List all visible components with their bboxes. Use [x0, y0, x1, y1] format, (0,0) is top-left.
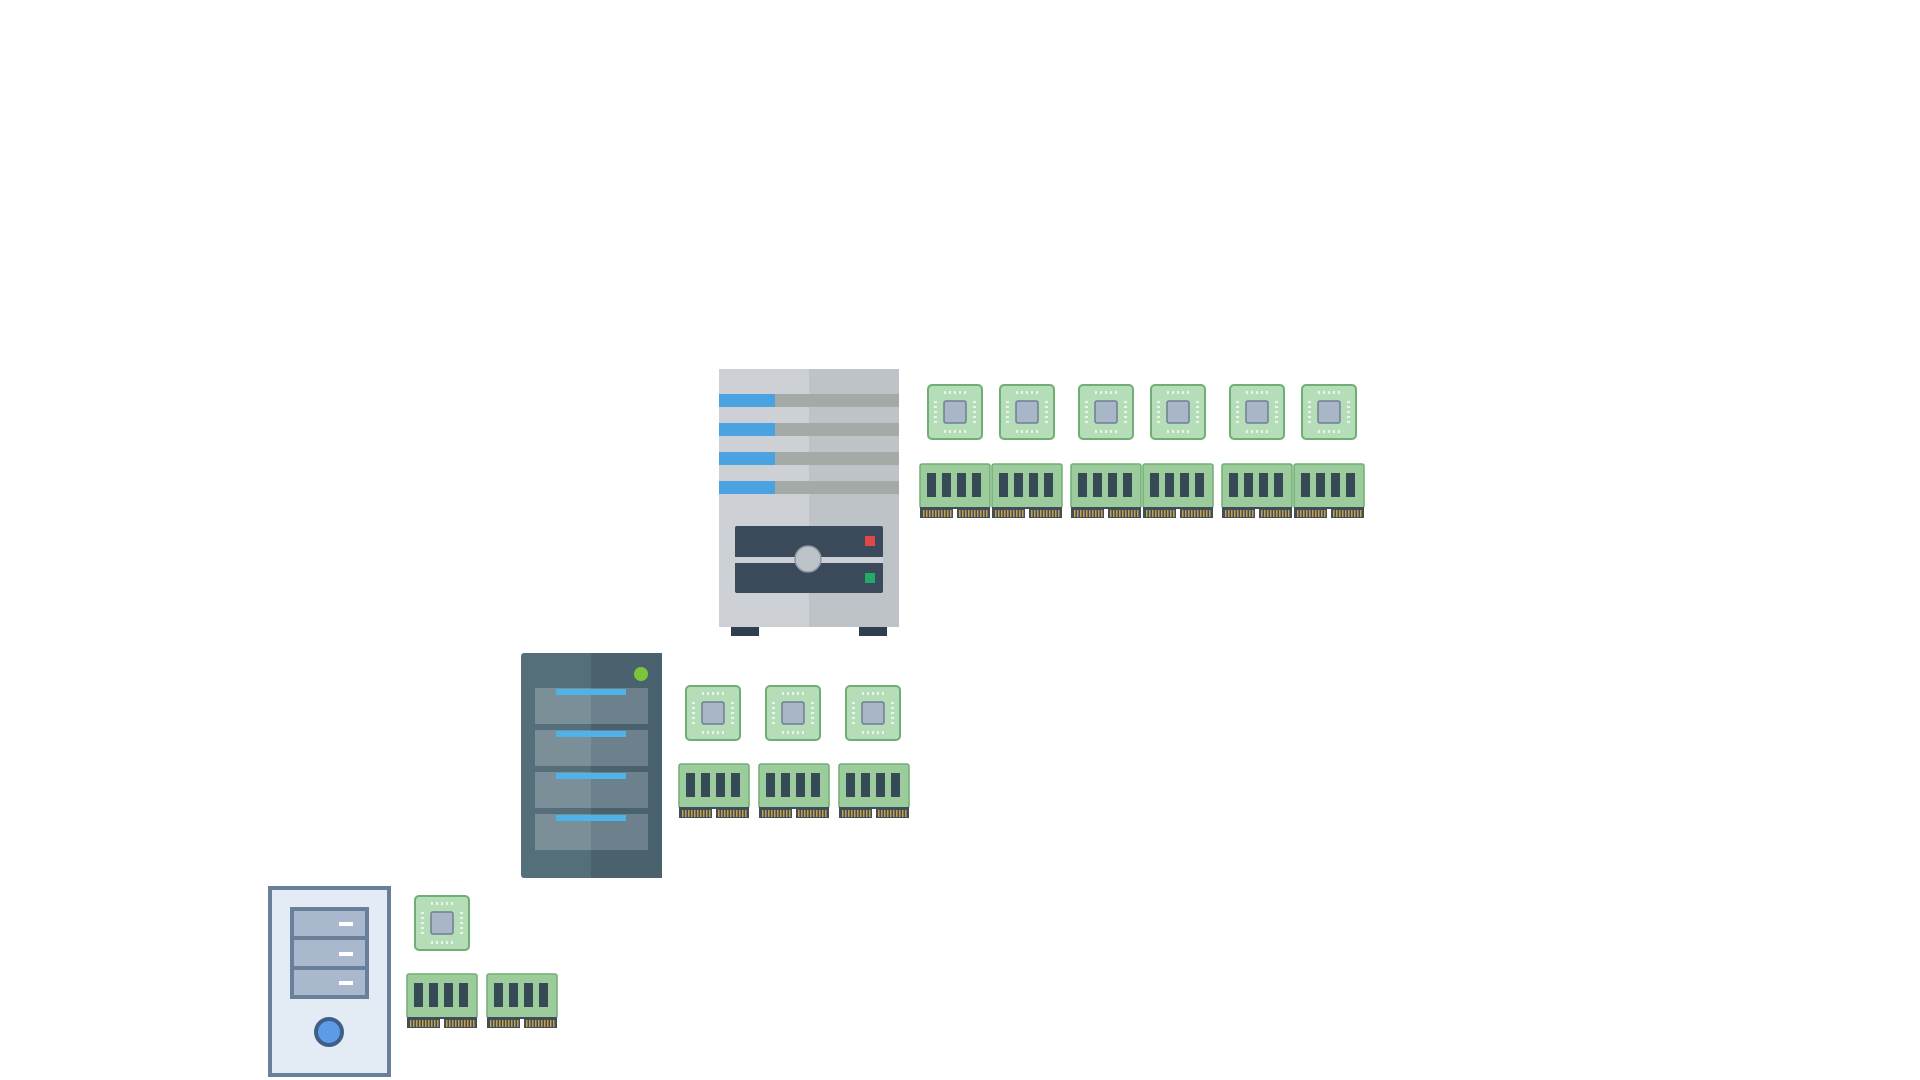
status-led-green	[865, 573, 875, 583]
power-led-green	[634, 667, 648, 681]
cpu-chip-icon	[1150, 384, 1206, 440]
ram-module-icon	[406, 973, 478, 1029]
cpu-chip-icon	[685, 685, 741, 741]
cpu-chip-icon	[1229, 384, 1285, 440]
ram-module-icon	[1070, 463, 1142, 519]
rack-server-components	[678, 685, 910, 819]
cpu-chip-icon	[414, 895, 470, 951]
cpu-chip-icon	[1301, 384, 1357, 440]
ram-module-icon	[486, 973, 558, 1029]
cpu-chip-icon	[999, 384, 1055, 440]
rack-server-icon	[521, 653, 662, 878]
ram-module-icon	[919, 463, 991, 519]
small-desktop-server-icon	[268, 886, 391, 1077]
cpu-chip-icon	[845, 685, 901, 741]
ram-module-icon	[678, 763, 750, 819]
large-tower-server-components	[919, 384, 1365, 519]
ram-module-icon	[758, 763, 830, 819]
cpu-chip-icon	[1078, 384, 1134, 440]
power-button-icon	[314, 1017, 344, 1047]
ram-module-icon	[991, 463, 1063, 519]
ram-module-icon	[1221, 463, 1293, 519]
status-led-red	[865, 536, 875, 546]
ram-module-icon	[1293, 463, 1365, 519]
cpu-chip-icon	[927, 384, 983, 440]
small-desktop-server-components	[406, 895, 558, 1029]
ram-module-icon	[1142, 463, 1214, 519]
large-tower-server-icon	[719, 369, 899, 636]
drive-bay-stripes	[719, 394, 899, 494]
ram-module-icon	[838, 763, 910, 819]
cpu-chip-icon	[765, 685, 821, 741]
